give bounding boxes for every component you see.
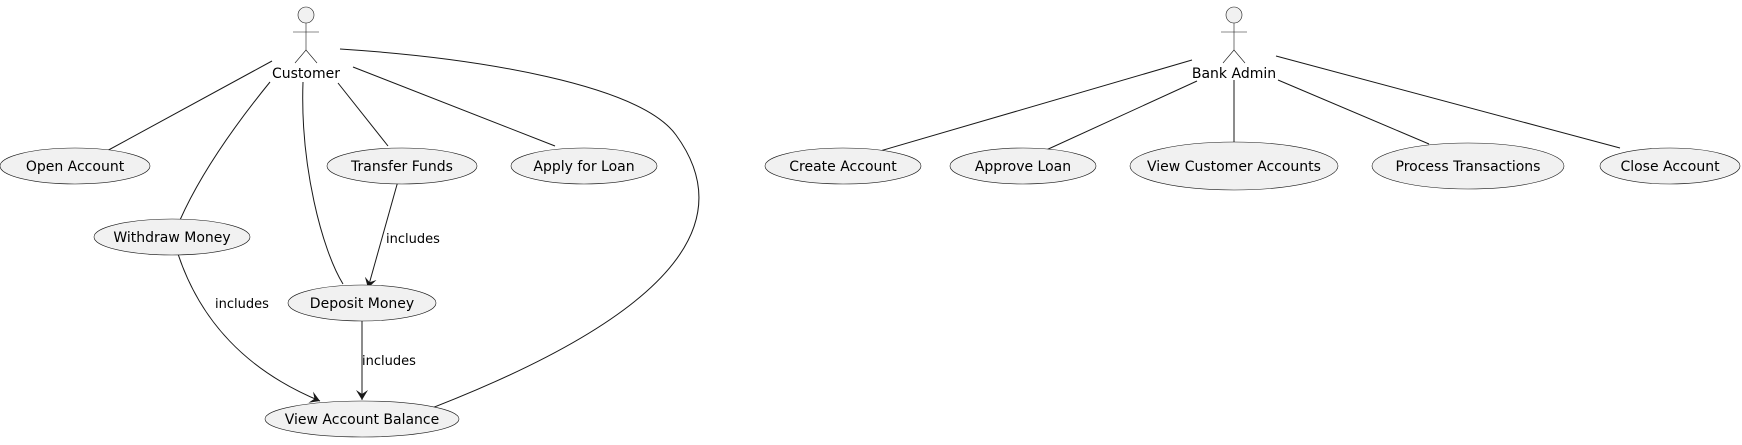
actor-customer-label: Customer [272, 66, 340, 82]
svg-text:Process Transactions: Process Transactions [1396, 159, 1541, 175]
edge-customer-transfer-funds [337, 82, 389, 147]
actor-customer: Customer [272, 6, 340, 82]
include-relations: includes includes includes [177, 180, 440, 403]
usecase-deposit-money[interactable]: Deposit Money [287, 284, 437, 322]
edge-customer-deposit-money [302, 81, 344, 285]
usecase-open-account[interactable]: Open Account [0, 147, 151, 185]
edge-admin-process-transactions [1277, 79, 1430, 145]
usecase-approve-loan[interactable]: Approve Loan [949, 147, 1097, 185]
edge-customer-apply-loan [352, 66, 556, 147]
edge-transfer-includes-deposit [364, 180, 399, 289]
svg-text:Approve Loan: Approve Loan [975, 159, 1071, 175]
usecase-close-account[interactable]: Close Account [1599, 147, 1741, 185]
associations [102, 48, 1621, 417]
include-label-transfer-deposit: includes [386, 232, 440, 247]
svg-text:Deposit Money: Deposit Money [310, 296, 414, 312]
edge-admin-close-account [1275, 55, 1621, 149]
edge-withdraw-includes-balance [177, 253, 321, 403]
actor-head-icon [1225, 6, 1243, 24]
edge-customer-withdraw-money [179, 81, 271, 221]
actor-bank-admin-label: Bank Admin [1192, 66, 1276, 82]
svg-text:Create Account: Create Account [789, 159, 897, 175]
usecase-apply-for-loan[interactable]: Apply for Loan [510, 147, 658, 185]
svg-text:View Account Balance: View Account Balance [285, 412, 440, 428]
usecase-create-account[interactable]: Create Account [764, 147, 922, 185]
svg-text:View Customer Accounts: View Customer Accounts [1147, 159, 1321, 175]
include-label-withdraw-balance: includes [215, 297, 269, 312]
include-label-deposit-balance: includes [362, 354, 416, 369]
edge-customer-view-balance [339, 48, 700, 417]
usecase-process-transactions[interactable]: Process Transactions [1371, 142, 1565, 190]
edge-customer-open-account [102, 60, 273, 154]
usecase-view-customer-accounts[interactable]: View Customer Accounts [1129, 141, 1339, 191]
edge-admin-approve-loan [1043, 80, 1198, 152]
actor-head-icon [297, 6, 315, 24]
edge-admin-create-account [879, 59, 1193, 152]
svg-text:Open Account: Open Account [26, 159, 125, 175]
actor-bank-admin: Bank Admin [1192, 6, 1276, 82]
usecase-withdraw-money[interactable]: Withdraw Money [93, 218, 251, 256]
usecase-transfer-funds[interactable]: Transfer Funds [326, 147, 478, 185]
svg-text:Close Account: Close Account [1620, 159, 1720, 175]
svg-text:Apply for Loan: Apply for Loan [533, 159, 634, 175]
usecase-view-account-balance[interactable]: View Account Balance [264, 400, 460, 438]
svg-text:Withdraw Money: Withdraw Money [113, 230, 230, 246]
svg-text:Transfer Funds: Transfer Funds [350, 159, 453, 175]
